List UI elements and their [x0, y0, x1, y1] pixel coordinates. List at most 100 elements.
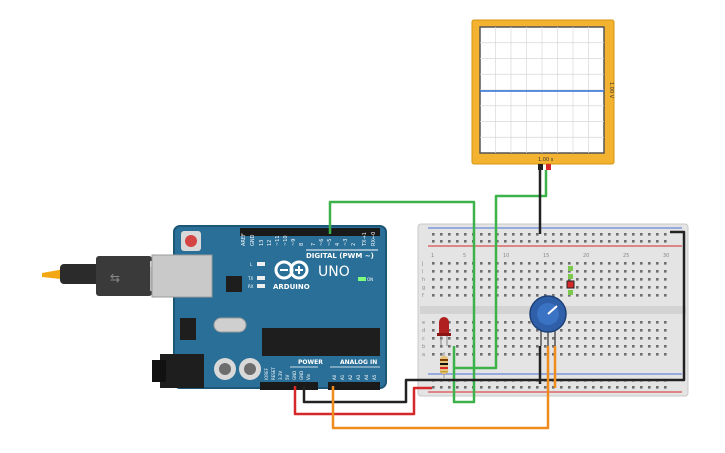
breadboard-hole[interactable] — [576, 386, 579, 389]
breadboard-hole[interactable] — [632, 278, 635, 281]
breadboard-hole[interactable] — [552, 270, 555, 273]
red-led[interactable] — [437, 317, 451, 346]
breadboard-hole[interactable] — [448, 353, 451, 356]
breadboard-hole[interactable] — [616, 286, 619, 289]
breadboard-hole[interactable] — [584, 278, 587, 281]
breadboard-hole[interactable] — [456, 345, 459, 348]
breadboard-hole[interactable] — [624, 270, 627, 273]
breadboard-hole[interactable] — [600, 353, 603, 356]
breadboard-hole[interactable] — [448, 386, 451, 389]
breadboard-hole[interactable] — [576, 329, 579, 332]
breadboard-hole[interactable] — [616, 262, 619, 265]
breadboard-hole[interactable] — [576, 321, 579, 324]
breadboard-hole[interactable] — [592, 345, 595, 348]
breadboard-hole[interactable] — [656, 386, 659, 389]
breadboard-hole[interactable] — [632, 329, 635, 332]
breadboard-hole[interactable] — [568, 337, 571, 340]
breadboard-hole[interactable] — [464, 345, 467, 348]
breadboard-hole[interactable] — [616, 337, 619, 340]
breadboard-hole[interactable] — [640, 353, 643, 356]
breadboard-hole[interactable] — [624, 240, 627, 243]
breadboard-hole[interactable] — [448, 294, 451, 297]
breadboard-hole[interactable] — [456, 286, 459, 289]
breadboard-hole[interactable] — [464, 321, 467, 324]
breadboard-hole[interactable] — [584, 386, 587, 389]
breadboard-hole[interactable] — [632, 321, 635, 324]
breadboard-hole[interactable] — [536, 294, 539, 297]
breadboard-hole[interactable] — [456, 353, 459, 356]
breadboard-hole[interactable] — [640, 233, 643, 236]
breadboard-hole[interactable] — [488, 286, 491, 289]
breadboard-hole[interactable] — [584, 233, 587, 236]
breadboard-hole[interactable] — [488, 353, 491, 356]
breadboard-hole[interactable] — [552, 337, 555, 340]
breadboard-hole[interactable] — [640, 386, 643, 389]
breadboard-hole[interactable] — [616, 294, 619, 297]
breadboard-hole[interactable] — [464, 262, 467, 265]
breadboard-hole[interactable] — [664, 240, 667, 243]
breadboard-hole[interactable] — [576, 270, 579, 273]
breadboard-hole[interactable] — [640, 345, 643, 348]
breadboard-hole[interactable] — [656, 270, 659, 273]
potentiometer[interactable] — [529, 295, 567, 346]
breadboard-hole[interactable] — [576, 240, 579, 243]
breadboard-hole[interactable] — [496, 270, 499, 273]
breadboard-hole[interactable] — [600, 345, 603, 348]
breadboard-hole[interactable] — [600, 329, 603, 332]
breadboard-hole[interactable] — [616, 329, 619, 332]
breadboard-hole[interactable] — [664, 294, 667, 297]
breadboard-hole[interactable] — [464, 240, 467, 243]
breadboard-hole[interactable] — [640, 262, 643, 265]
breadboard-hole[interactable] — [664, 321, 667, 324]
breadboard-hole[interactable] — [608, 329, 611, 332]
breadboard-hole[interactable] — [448, 233, 451, 236]
breadboard-hole[interactable] — [608, 294, 611, 297]
breadboard-hole[interactable] — [584, 329, 587, 332]
wire-red-5v[interactable] — [293, 386, 432, 416]
breadboard-hole[interactable] — [664, 278, 667, 281]
breadboard-hole[interactable] — [560, 345, 563, 348]
breadboard-hole[interactable] — [592, 294, 595, 297]
breadboard-hole[interactable] — [648, 233, 651, 236]
breadboard-hole[interactable] — [512, 262, 515, 265]
breadboard-hole[interactable] — [536, 286, 539, 289]
breadboard-hole[interactable] — [544, 270, 547, 273]
breadboard-hole[interactable] — [488, 240, 491, 243]
breadboard-hole[interactable] — [560, 262, 563, 265]
breadboard-hole[interactable] — [592, 329, 595, 332]
breadboard-hole[interactable] — [432, 321, 435, 324]
breadboard-hole[interactable] — [432, 240, 435, 243]
breadboard-hole[interactable] — [624, 262, 627, 265]
breadboard-hole[interactable] — [480, 278, 483, 281]
breadboard-hole[interactable] — [528, 353, 531, 356]
breadboard-hole[interactable] — [432, 329, 435, 332]
breadboard-hole[interactable] — [456, 233, 459, 236]
breadboard-hole[interactable] — [512, 233, 515, 236]
breadboard-hole[interactable] — [648, 337, 651, 340]
breadboard-hole[interactable] — [512, 270, 515, 273]
breadboard-hole[interactable] — [560, 233, 563, 236]
breadboard-hole[interactable] — [616, 240, 619, 243]
breadboard-hole[interactable] — [664, 337, 667, 340]
breadboard-hole[interactable] — [448, 345, 451, 348]
breadboard-hole[interactable] — [624, 294, 627, 297]
breadboard-hole[interactable] — [624, 278, 627, 281]
breadboard-hole[interactable] — [512, 353, 515, 356]
breadboard-hole[interactable] — [544, 345, 547, 348]
breadboard-hole[interactable] — [456, 294, 459, 297]
wire-black-gnd[interactable] — [302, 230, 686, 404]
breadboard-hole[interactable] — [552, 353, 555, 356]
breadboard-hole[interactable] — [592, 321, 595, 324]
breadboard-hole[interactable] — [528, 240, 531, 243]
breadboard-hole[interactable] — [656, 353, 659, 356]
breadboard-hole[interactable] — [576, 262, 579, 265]
breadboard-hole[interactable] — [648, 278, 651, 281]
breadboard-hole[interactable] — [608, 286, 611, 289]
breadboard-hole[interactable] — [528, 337, 531, 340]
breadboard-hole[interactable] — [496, 353, 499, 356]
breadboard-hole[interactable] — [488, 294, 491, 297]
breadboard-hole[interactable] — [456, 386, 459, 389]
breadboard-hole[interactable] — [456, 337, 459, 340]
breadboard-hole[interactable] — [536, 262, 539, 265]
breadboard-hole[interactable] — [528, 286, 531, 289]
